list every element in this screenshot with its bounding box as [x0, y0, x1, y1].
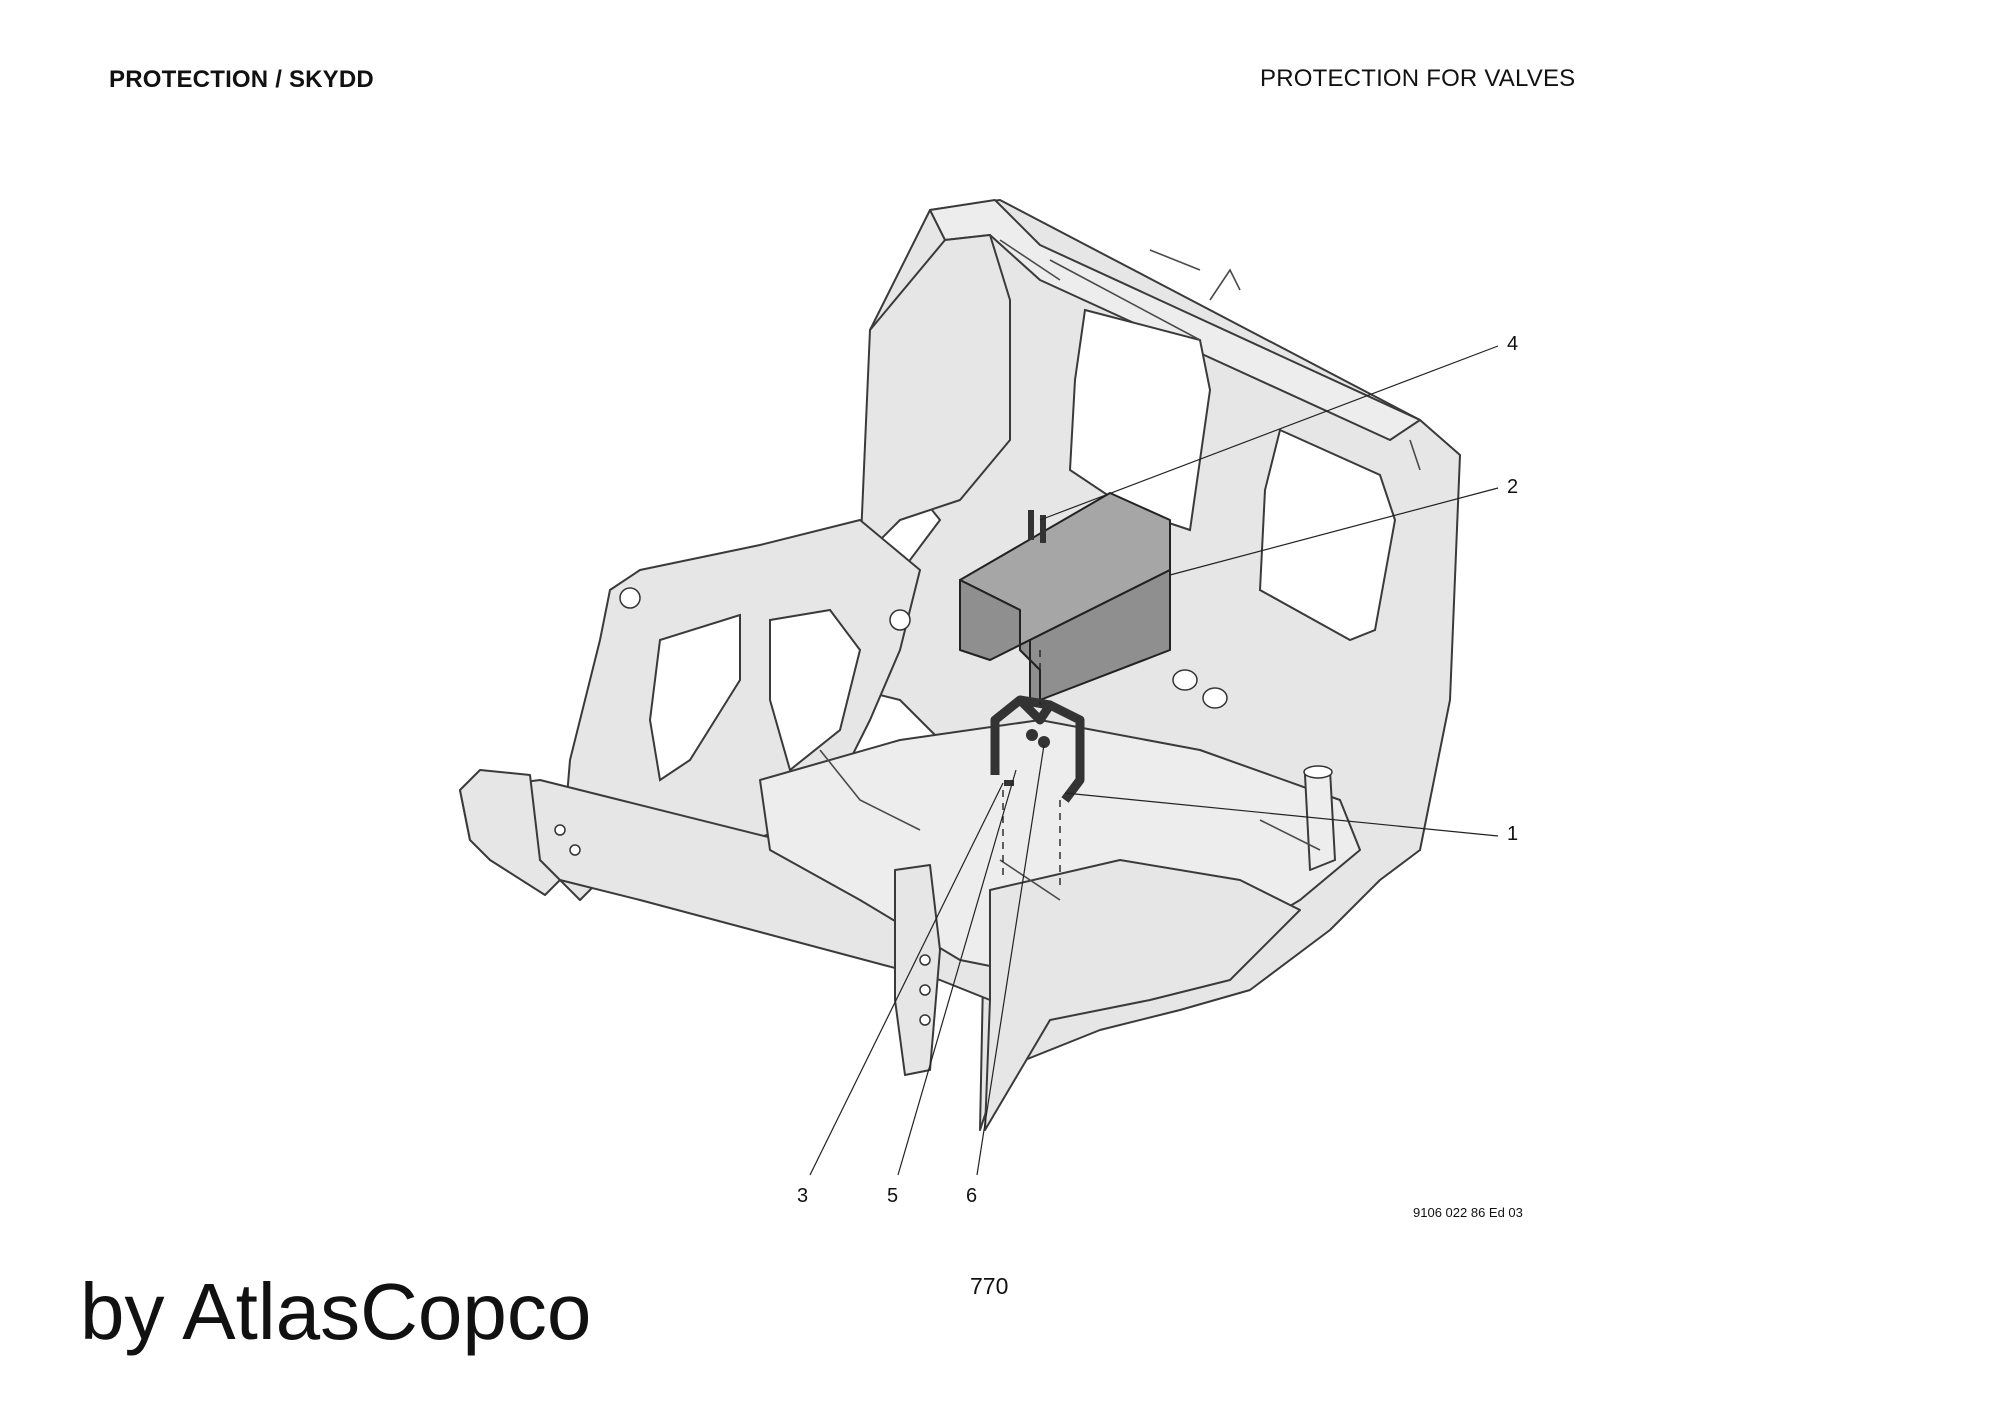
- window-cutout-right: [1258, 428, 1397, 642]
- pivot-post-top: [1303, 765, 1333, 779]
- callout-3: 3: [797, 1185, 809, 1207]
- leader-3: [809, 782, 1004, 1176]
- drawing-title: PROTECTION FOR VALVES: [1260, 65, 1576, 92]
- hole: [889, 609, 911, 631]
- bolt: [1028, 510, 1034, 540]
- section-title: PROTECTION / SKYDD: [109, 66, 374, 93]
- leader-5: [897, 769, 1017, 1176]
- callout-2: 2: [1507, 476, 1519, 498]
- detail-lines: [819, 239, 1421, 901]
- washer: [1026, 729, 1038, 741]
- brand-footer: by AtlasCopco: [80, 1267, 592, 1356]
- mounting-bracket: [990, 695, 1085, 803]
- fitting-2: [1202, 687, 1228, 709]
- page-number: 770: [970, 1273, 1009, 1299]
- callout-4: 4: [1507, 333, 1519, 355]
- leader-2: [1169, 487, 1499, 576]
- callout-1: 1: [1507, 823, 1519, 845]
- fitting-1: [1172, 669, 1198, 691]
- hole: [619, 587, 641, 609]
- leader-6: [976, 744, 1045, 1176]
- callout-5: 5: [887, 1185, 899, 1207]
- leader-4: [1039, 345, 1499, 521]
- left-arm-cutout-2: [769, 608, 862, 772]
- drawing-number: 9106 022 86 Ed 03: [1413, 1205, 1523, 1220]
- hole: [554, 824, 566, 836]
- hole: [569, 844, 581, 856]
- hole: [919, 954, 931, 966]
- frame-front-plate: [984, 859, 1301, 1131]
- callout-6: 6: [966, 1185, 978, 1207]
- hole: [919, 1014, 931, 1026]
- left-arm-cutout: [648, 613, 741, 782]
- bolt: [1040, 515, 1046, 543]
- bolt: [1004, 780, 1014, 786]
- pivot-post: [1304, 769, 1336, 871]
- leader-1: [1064, 792, 1499, 837]
- hole: [919, 984, 931, 996]
- frame-left-end-plate: [459, 769, 561, 896]
- frame-front-upright: [894, 864, 941, 1076]
- washer: [1038, 736, 1050, 748]
